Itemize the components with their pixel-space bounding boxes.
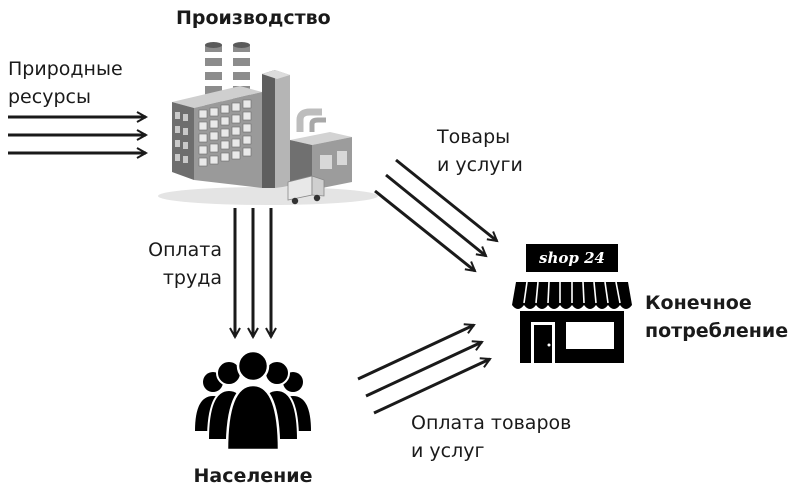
arrows-goods-payment [357,325,490,415]
arrow-goods-payment-3 [373,359,490,415]
natural-resources-label-line1: Природные [8,58,123,80]
arrow-goods-payment-2 [365,342,482,398]
people-icon [195,349,311,452]
population-title: Население [193,465,313,487]
goods-payment-label-line1: Оплата товаров [411,412,572,434]
consumption-title-line1: Конечное [645,292,752,314]
labor-payment-label-line2: труда [162,267,222,289]
labor-payment-label-line1: Оплата [148,239,222,261]
production-title: Производство [176,7,331,29]
arrows-goods-services [374,158,497,271]
goods-payment-label-line2: и услуг [411,440,485,462]
shop-sign-text: shop 24 [539,249,605,267]
arrows-natural-resources [8,117,146,153]
natural-resources-label-line2: ресурсы [8,86,91,108]
goods-services-label-line1: Товары [437,126,511,148]
arrow-goods-services-2 [385,173,486,256]
arrows-labor-payment [235,208,271,337]
truck-icon [287,175,325,205]
consumption-title-line2: потребление [645,320,789,342]
arrow-goods-services-3 [374,189,475,271]
shop-icon [512,244,632,363]
goods-services-label-line2: и услуги [437,154,523,176]
factory-icon [158,42,378,205]
arrow-goods-payment-1 [357,325,474,381]
arrow-goods-services-1 [395,158,497,241]
